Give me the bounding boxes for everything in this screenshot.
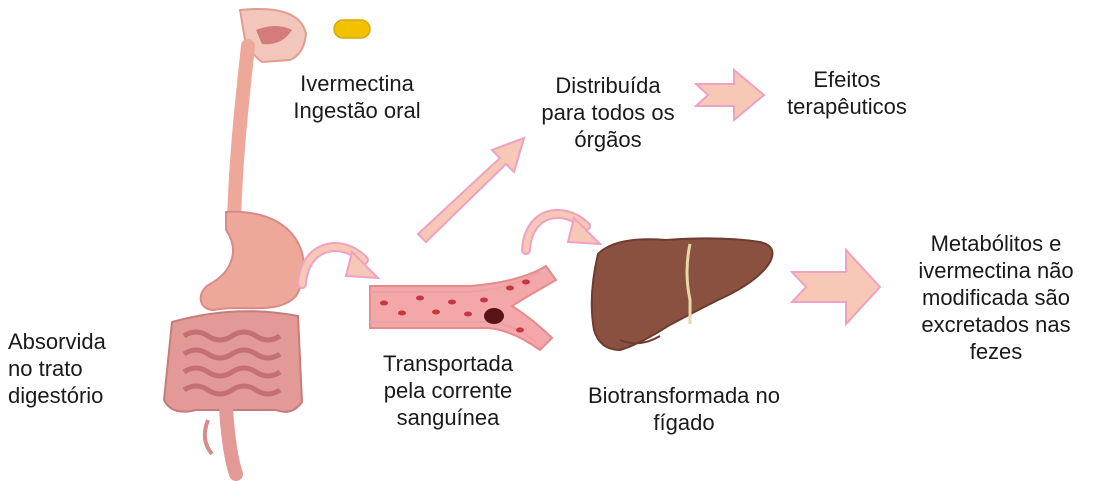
arrow-icon xyxy=(696,70,764,120)
distributed-label: Distribuída para todos os órgãos xyxy=(520,72,696,153)
arrow-icon xyxy=(792,250,880,324)
arrow-icon xyxy=(418,138,524,242)
pill-icon xyxy=(334,20,370,38)
liver-icon xyxy=(592,238,773,350)
curved-arrow-icon xyxy=(302,247,378,284)
ingestion-label: Ivermectina Ingestão oral xyxy=(272,70,442,124)
absorbed-label: Absorvida no trato digestório xyxy=(8,328,148,409)
excreted-label: Metabólitos e ivermectina não modificada… xyxy=(898,230,1094,365)
effects-label: Efeitos terapêuticos xyxy=(770,66,924,120)
biotransformed-label: Biotransformada no fígado xyxy=(564,382,804,436)
blood-vessel-icon xyxy=(370,266,556,350)
curved-arrow-icon xyxy=(526,214,600,250)
transported-label: Transportada pela corrente sanguínea xyxy=(358,350,538,431)
